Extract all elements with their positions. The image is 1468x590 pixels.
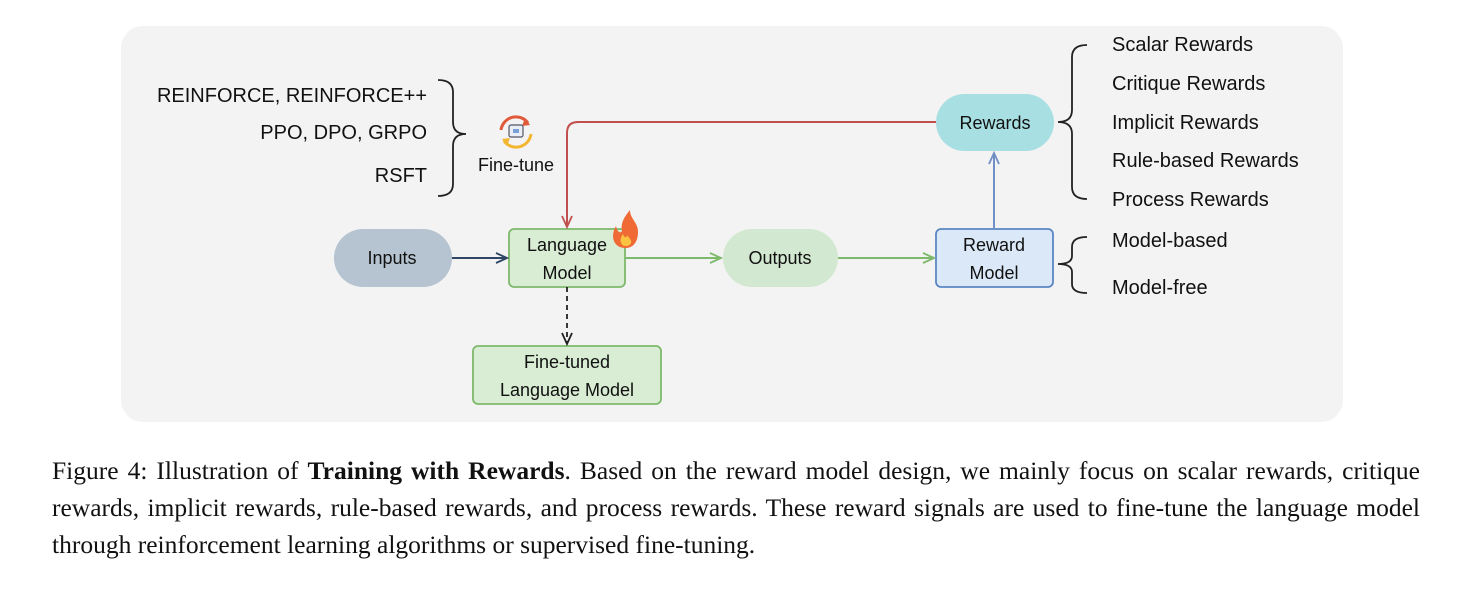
- rm-type-item: Model-free: [1112, 277, 1208, 299]
- language-model-label-line1: Language: [527, 235, 607, 255]
- reward-model-label-line1: Reward: [963, 235, 1025, 255]
- reward-type-item: Implicit Rewards: [1112, 112, 1259, 134]
- algorithm-item: REINFORCE, REINFORCE++: [157, 85, 427, 107]
- rewards-node: [936, 94, 1054, 151]
- reward-type-item: Rule-based Rewards: [1112, 150, 1299, 172]
- rewards-label: Rewards: [959, 113, 1030, 133]
- finetuned-model-label-line2: Language Model: [500, 380, 634, 400]
- caption-bold-title: Training with Rewards: [307, 456, 565, 485]
- finetune-label: Fine-tune: [478, 155, 554, 175]
- outputs-node: [723, 229, 838, 287]
- finetuned-model-label-line1: Fine-tuned: [524, 352, 610, 372]
- fire-icon: [613, 210, 638, 248]
- reward-types-brace: [1057, 44, 1088, 200]
- language-model-label-line2: Model: [542, 263, 591, 283]
- refresh-cycle-icon: [499, 115, 533, 149]
- reward-model-label-line2: Model: [969, 263, 1018, 283]
- reward-type-item: Scalar Rewards: [1112, 34, 1253, 56]
- caption-prefix: Figure 4: Illustration of: [52, 456, 308, 485]
- algorithm-item: RSFT: [375, 165, 427, 187]
- algorithm-item: PPO, DPO, GRPO: [260, 122, 427, 144]
- reward-type-item: Critique Rewards: [1112, 73, 1265, 95]
- outputs-label: Outputs: [748, 248, 811, 268]
- rm-types-brace: [1057, 236, 1088, 294]
- training-with-rewards-diagram: REINFORCE, REINFORCE++ PPO, DPO, GRPO RS…: [157, 34, 1299, 405]
- reward-type-item: Process Rewards: [1112, 189, 1269, 211]
- figure-caption: Figure 4: Illustration of Training with …: [52, 452, 1420, 563]
- algorithms-brace: [437, 79, 467, 197]
- inputs-node: [334, 229, 452, 287]
- caption-body: . Based on the reward model design, we m…: [52, 456, 1421, 559]
- finetuned-language-model-node: [472, 345, 662, 405]
- rm-type-item: Model-based: [1112, 230, 1228, 252]
- inputs-label: Inputs: [367, 248, 416, 268]
- arrow-rewards-to-lm: [567, 121, 936, 227]
- diagram-panel: [121, 26, 1343, 422]
